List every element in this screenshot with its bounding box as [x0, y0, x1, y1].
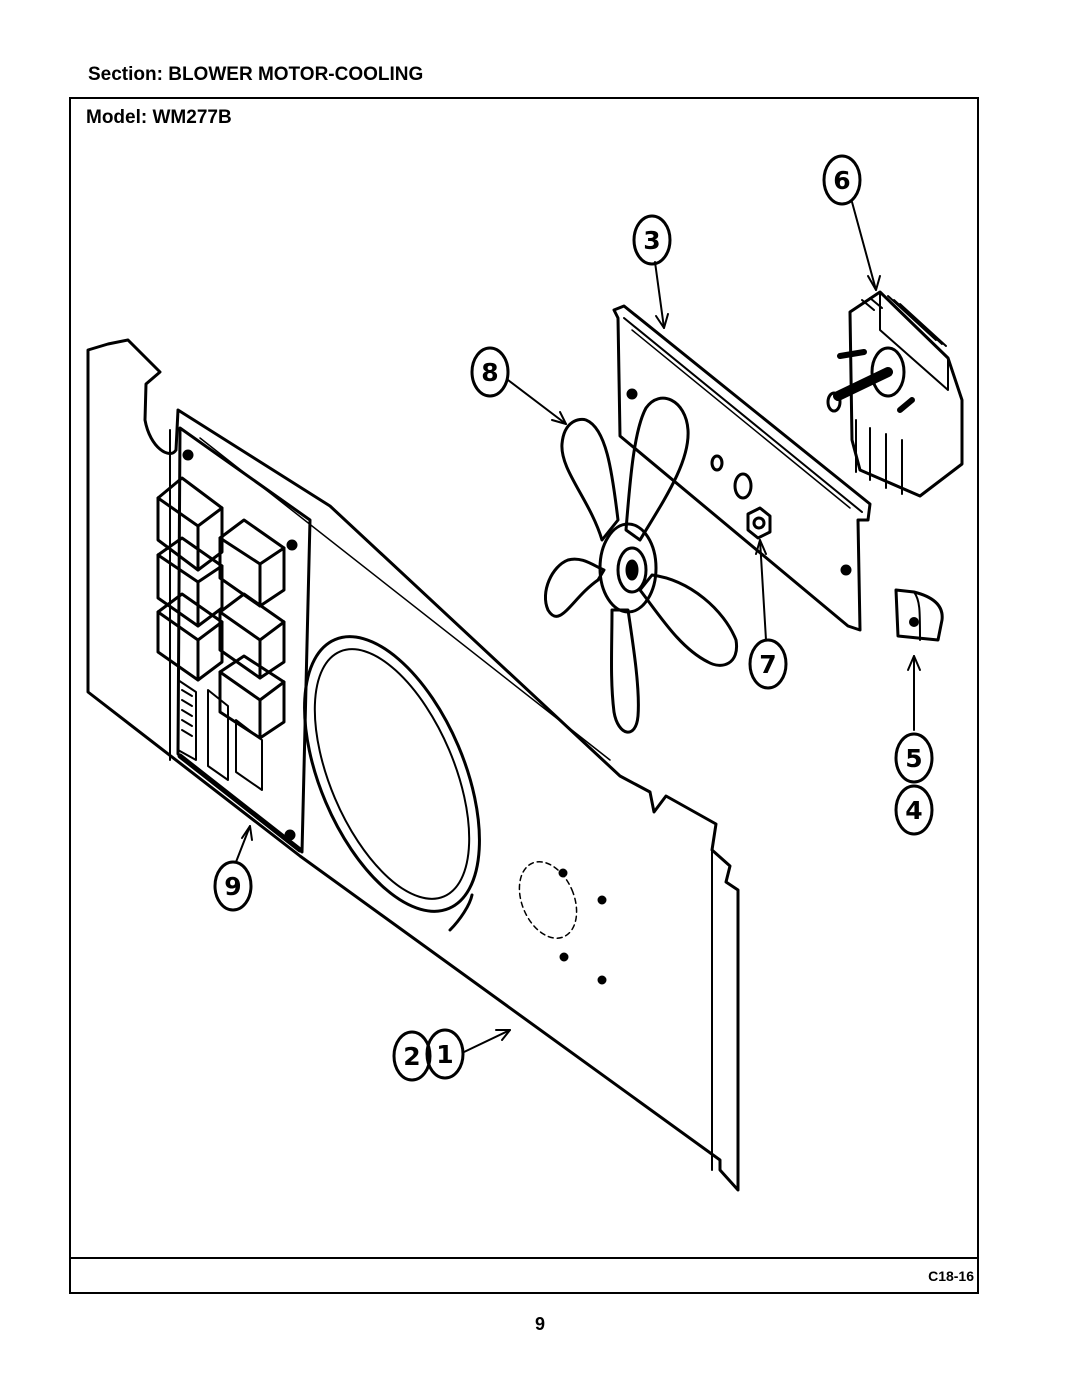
section-title: Section: BLOWER MOTOR-COOLING: [88, 64, 424, 85]
callout-9: 9: [224, 872, 241, 901]
diagram-frame: [69, 97, 979, 1294]
callout-7: 7: [759, 650, 776, 679]
callout-8: 8: [481, 358, 498, 387]
model-title: Model: WM277B: [86, 107, 232, 128]
motor-bracket: [612, 304, 872, 632]
callout-1: 1: [436, 1040, 453, 1069]
fan-blade: [543, 396, 739, 734]
callout-5: 5: [905, 744, 922, 773]
blower-motor: [826, 290, 964, 498]
footer-divider: [69, 1257, 979, 1259]
leader-lines: [235, 201, 921, 1053]
control-board: [156, 426, 312, 854]
callout-6: 6: [833, 166, 850, 195]
callout-labels: 6 3 8 7 5 4 9 2 1: [224, 166, 922, 1071]
callout-2: 2: [403, 1042, 420, 1071]
clip: [894, 588, 944, 642]
page-number: 9: [534, 1314, 545, 1334]
mounting-panel: [86, 338, 740, 1192]
figure-code: C18-16: [928, 1268, 974, 1284]
callout-ovals: [213, 154, 934, 1082]
callout-4: 4: [905, 796, 922, 825]
callout-3: 3: [643, 226, 660, 255]
